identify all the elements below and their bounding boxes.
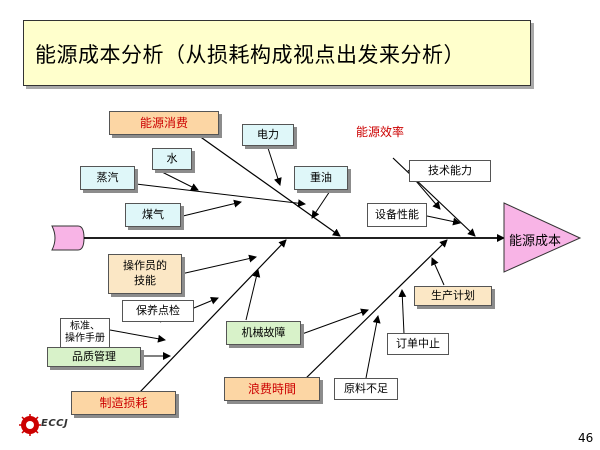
category-energy-efficiency: 能源效率 (345, 121, 415, 143)
cause-operator-skill: 操作员的 技能 (108, 254, 182, 294)
page-number: 46 (578, 431, 594, 445)
cause-coal-gas: 煤气 (125, 203, 181, 227)
cause-water: 水 (152, 148, 192, 170)
cause-electricity: 电力 (242, 124, 294, 146)
cause-quality-mgmt: 品质管理 (47, 347, 141, 367)
arrow-standards (109, 329, 166, 343)
arrow-order-cancel (398, 289, 407, 335)
cause-material-shortage: 原料不足 (334, 378, 398, 400)
cause-operator-skill-line1: 操作员的 (123, 259, 167, 273)
cause-standards-line1: 标准、 (70, 321, 100, 332)
cause-machine-failure: 机械故障 (226, 321, 301, 345)
cause-steam: 蒸汽 (80, 166, 135, 190)
cause-production-plan: 生产计划 (414, 286, 492, 306)
cause-tech-ability: 技术能力 (409, 160, 491, 182)
arrow-steam (135, 183, 306, 208)
bone-manufacturing-loss (139, 239, 287, 393)
arrow-operator-skill (180, 254, 257, 275)
cause-order-cancel: 订单中止 (387, 333, 449, 355)
cause-equipment-performance: 设备性能 (367, 203, 427, 227)
fish-head (503, 202, 582, 273)
cause-maintenance: 保养点检 (122, 300, 194, 322)
cause-standards-line2: 操作手册 (65, 333, 105, 344)
arrow-heavy-oil (311, 190, 331, 219)
logo-icon-rays (19, 414, 41, 436)
logo-icon-center (26, 421, 34, 429)
logo-text: ECCJ (41, 418, 69, 429)
arrow-equipment-performance (426, 215, 461, 226)
slide-title: 能源成本分析（从损耗构成视点出发来分析） (35, 43, 465, 67)
arrow-water (161, 171, 199, 191)
category-manufacturing-loss: 制造损耗 (71, 391, 176, 415)
fish-tail (51, 225, 85, 251)
category-waste-time: 浪费時間 (224, 377, 320, 401)
cause-operator-skill-line2: 技能 (134, 274, 156, 287)
bone-energy-consumption (194, 132, 341, 237)
cause-heavy-oil: 重油 (294, 166, 348, 190)
arrow-machine-to-waste (301, 308, 369, 335)
title-box: 能源成本分析（从损耗构成视点出发来分析） (23, 20, 531, 86)
arrow-material-shortage (365, 315, 381, 379)
arrow-electricity (266, 144, 282, 186)
arrow-tech-ability-2 (415, 180, 441, 210)
arrow-machine-failure (245, 269, 261, 321)
category-energy-consumption: 能源消费 (109, 111, 219, 135)
head-label: 能源成本 (509, 234, 562, 249)
arrow-production-plan (431, 257, 445, 286)
arrow-coal-gas (182, 199, 242, 217)
bone-energy-efficiency (392, 157, 476, 237)
cause-standards: 标准、 操作手册 (60, 318, 110, 348)
bone-waste-time (301, 239, 448, 383)
